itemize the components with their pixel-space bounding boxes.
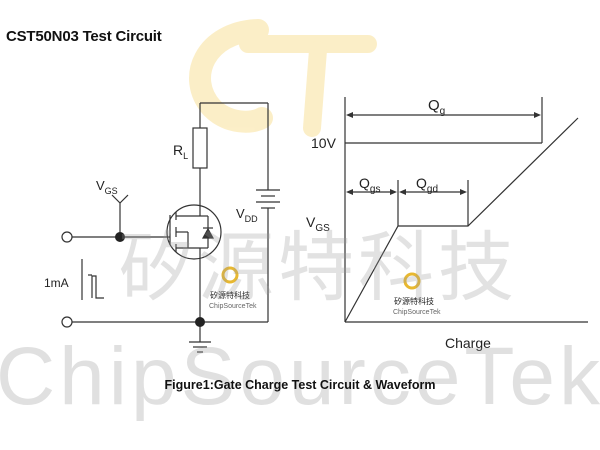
- page-title: CST50N03 Test Circuit: [6, 28, 162, 45]
- figure-caption: Figure1:Gate Charge Test Circuit & Wavef…: [164, 378, 436, 392]
- load-resistor: [192, 127, 208, 169]
- waveform-arrowheads: [346, 112, 541, 195]
- input-terminal-bottom: [61, 316, 73, 328]
- charge-axis-label: Charge: [445, 335, 491, 351]
- watermark-chinese: 矽源特科技: [118, 226, 518, 311]
- watermark-english: ChipSourceTek: [0, 331, 600, 422]
- gate-charge-test-circuit: [61, 102, 280, 353]
- ground-junction-dot: [195, 317, 205, 327]
- qgs-label: Qgs: [359, 175, 380, 195]
- qg-label: Qg: [428, 97, 445, 117]
- svg-text:矽源特科技: 矽源特科技: [210, 290, 250, 300]
- logo-watermark-large: [189, 19, 377, 137]
- current-source-label: 1mA: [44, 276, 69, 290]
- small-logo-right: 矽源特科技 ChipSourceTek: [393, 272, 441, 316]
- small-logo-left: 矽源特科技 ChipSourceTek: [209, 266, 257, 310]
- svg-text:ChipSourceTek: ChipSourceTek: [209, 303, 257, 310]
- vgs-curve: [344, 117, 579, 323]
- svg-text:矽源特科技: 矽源特科技: [394, 296, 434, 306]
- ten-volt-label: 10V: [311, 135, 337, 151]
- qgs-arrowhead-right: [390, 189, 397, 195]
- mosfet-body: [166, 204, 222, 260]
- rl-label: RL: [173, 142, 188, 161]
- current-pulse-shape: [91, 275, 104, 299]
- vgs-probe-arm-right: [119, 194, 129, 204]
- gate-charge-waveform: [344, 97, 588, 323]
- vgs-waveform-label: VGS: [306, 214, 330, 234]
- vgs-probe-arm-left: [111, 194, 121, 204]
- qgd-arrowhead-left: [399, 189, 406, 195]
- input-terminal-top: [61, 231, 73, 243]
- svg-text:ChipSourceTek: ChipSourceTek: [393, 309, 441, 316]
- gate-junction-dot: [115, 232, 125, 242]
- body-diode-arrow: [201, 227, 215, 239]
- qg-arrowhead-left: [346, 112, 353, 118]
- qgd-label: Qgd: [416, 175, 438, 195]
- qg-arrowhead-right: [534, 112, 541, 118]
- vgs-circuit-label: VGS: [96, 178, 118, 196]
- vdd-label: VDD: [236, 206, 258, 224]
- qgs-arrowhead-left: [346, 189, 353, 195]
- qgd-arrowhead-right: [460, 189, 467, 195]
